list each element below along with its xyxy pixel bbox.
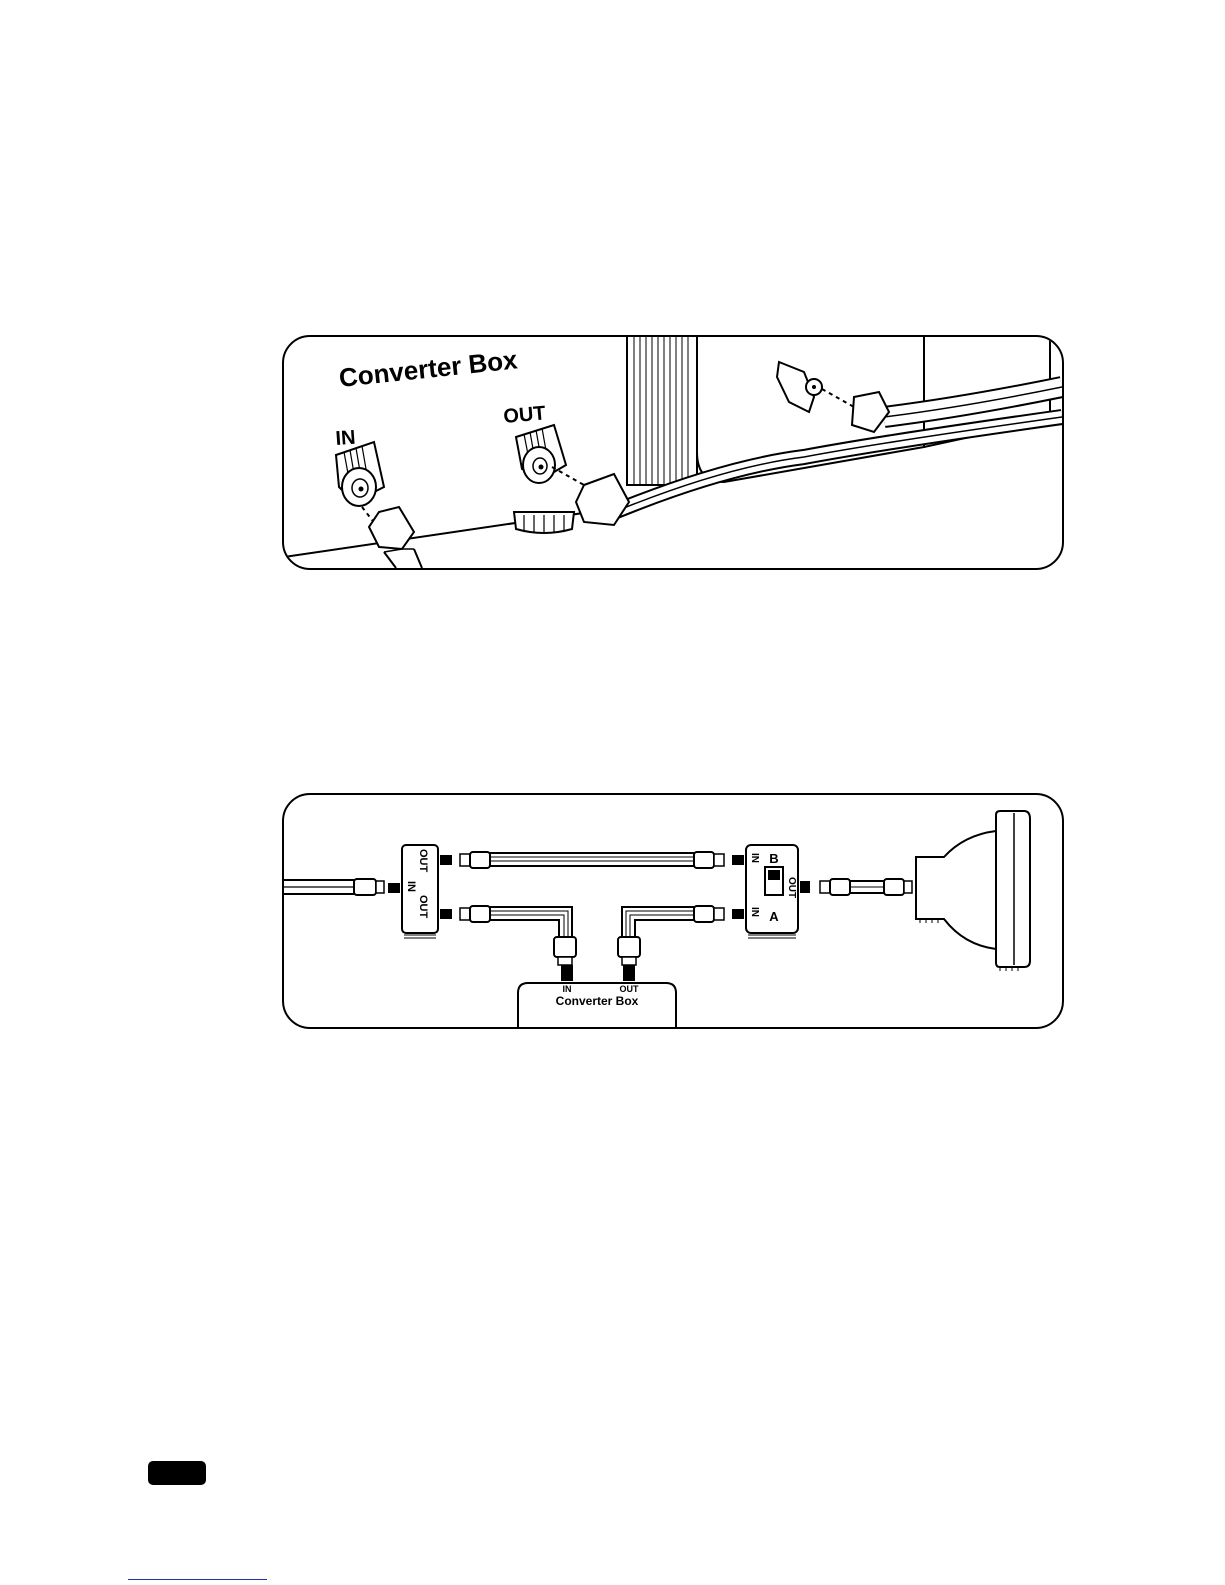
switch-a-label: A — [769, 909, 779, 924]
switch-in-top-label: IN — [749, 853, 760, 863]
converter-box-rear-illustration: Converter Box IN OUT — [284, 337, 1062, 568]
converter-out-cable — [618, 906, 724, 965]
page-number-tab — [148, 1461, 206, 1485]
in-label: IN — [335, 427, 356, 450]
television — [916, 811, 1030, 971]
tv-cable — [820, 879, 912, 895]
in-cable-connector — [369, 507, 414, 549]
tv-back-panel — [627, 337, 1062, 485]
converter-in-cable — [460, 906, 576, 965]
converter-in-label: IN — [563, 984, 572, 994]
switch-out-label: OUT — [786, 877, 797, 898]
out-label: OUT — [503, 402, 547, 428]
in-jack — [336, 442, 384, 506]
converter-box-title: Converter Box — [337, 344, 519, 393]
ab-switch-wiring-illustration: OUT IN OUT — [284, 795, 1062, 1027]
top-cable — [460, 852, 724, 868]
switch-b-label: B — [769, 851, 778, 866]
out-jack — [516, 425, 566, 483]
incoming-cable — [284, 879, 384, 895]
converter-in-jack — [561, 965, 573, 981]
converter-box-label: Converter Box — [556, 994, 639, 1008]
converter-out-jack — [623, 965, 635, 981]
converter-out-label: OUT — [620, 984, 640, 994]
switch-in-bottom-label: IN — [749, 907, 760, 917]
ab-switch-wiring-figure: OUT IN OUT — [282, 793, 1064, 1029]
splitter-out-top-label: OUT — [417, 849, 429, 873]
footer-rule — [128, 1579, 267, 1580]
splitter-out-bottom-label: OUT — [417, 895, 429, 919]
converter-box-rear-connection-figure: Converter Box IN OUT — [282, 335, 1064, 570]
splitter-in-label: IN — [405, 881, 417, 892]
